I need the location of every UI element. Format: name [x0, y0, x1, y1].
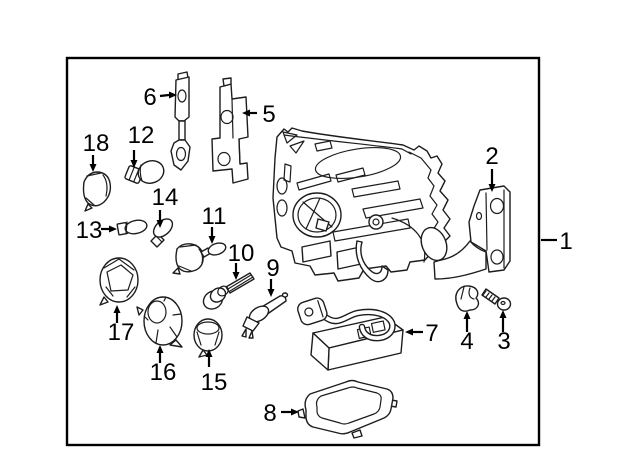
callout-1-label: 1 [559, 228, 572, 255]
part-8-ballast-tray-drawing [297, 379, 398, 439]
callout-15-label: 15 [201, 369, 228, 396]
callout-arrow-11 [208, 227, 216, 244]
callout-11-label: 11 [202, 203, 227, 230]
callout-17-label: 17 [108, 319, 135, 346]
part-11-bulb-socket-drawing [172, 242, 227, 275]
callout-arrow-2 [488, 169, 496, 192]
callout-arrow-8 [281, 408, 299, 416]
callout-10-label: 10 [228, 240, 255, 267]
callout-7-label: 7 [425, 320, 438, 347]
callout-arrow-6 [159, 91, 177, 99]
callout-arrow-5 [242, 109, 257, 117]
part-6-upper-bracket-drawing [170, 71, 191, 171]
callout-13-label: 13 [76, 217, 103, 244]
part-13-wedge-bulb-drawing [116, 219, 148, 236]
callout-12-label: 12 [128, 122, 155, 149]
callout-arrow-16 [156, 345, 164, 363]
part-12-signal-bulb-drawing [124, 160, 165, 184]
part-5-side-bracket-drawing [211, 77, 249, 184]
callout-arrow-10 [232, 263, 240, 280]
callout-arrow-12 [130, 150, 138, 168]
part-10-bulb-drawing [202, 272, 255, 310]
part-9-halogen-bulb-drawing [241, 292, 289, 339]
callout-5-label: 5 [262, 101, 275, 128]
diagram-border-frame [65, 56, 541, 447]
part-17-round-cover-drawing [99, 257, 139, 306]
callout-arrow-9 [267, 279, 275, 297]
callout-6-label: 6 [143, 84, 156, 111]
callout-arrow-3 [499, 310, 507, 332]
callout-2-label: 2 [485, 143, 498, 170]
callout-9-label: 9 [266, 255, 279, 282]
callout-4-label: 4 [460, 328, 473, 355]
callout-3-label: 3 [497, 328, 510, 355]
callout-arrow-13 [101, 225, 117, 233]
callout-arrow-4 [463, 311, 471, 332]
callout-arrow-14 [156, 210, 164, 228]
callout-18-label: 18 [83, 130, 110, 157]
part-3-mounting-screw-drawing [481, 288, 512, 311]
callout-16-label: 16 [150, 359, 177, 386]
part-2-end-bracket-drawing [433, 185, 511, 280]
part-4-retainer-grommet-drawing [455, 285, 480, 312]
callout-14-label: 14 [152, 184, 179, 211]
part-18-socket-cap-drawing [82, 171, 112, 212]
callout-arrow-15 [205, 349, 213, 367]
callout-arrow-17 [113, 305, 121, 323]
callout-arrow-18 [89, 155, 97, 172]
part-7-igniter-harness-drawing [297, 297, 404, 371]
part-1-headlamp-housing-drawing [272, 127, 451, 283]
part-15-socket-cover-drawing [193, 318, 223, 358]
part-16-round-cover-drawing [136, 296, 183, 348]
callout-arrow-7 [405, 328, 423, 336]
callout-8-label: 8 [263, 400, 276, 427]
